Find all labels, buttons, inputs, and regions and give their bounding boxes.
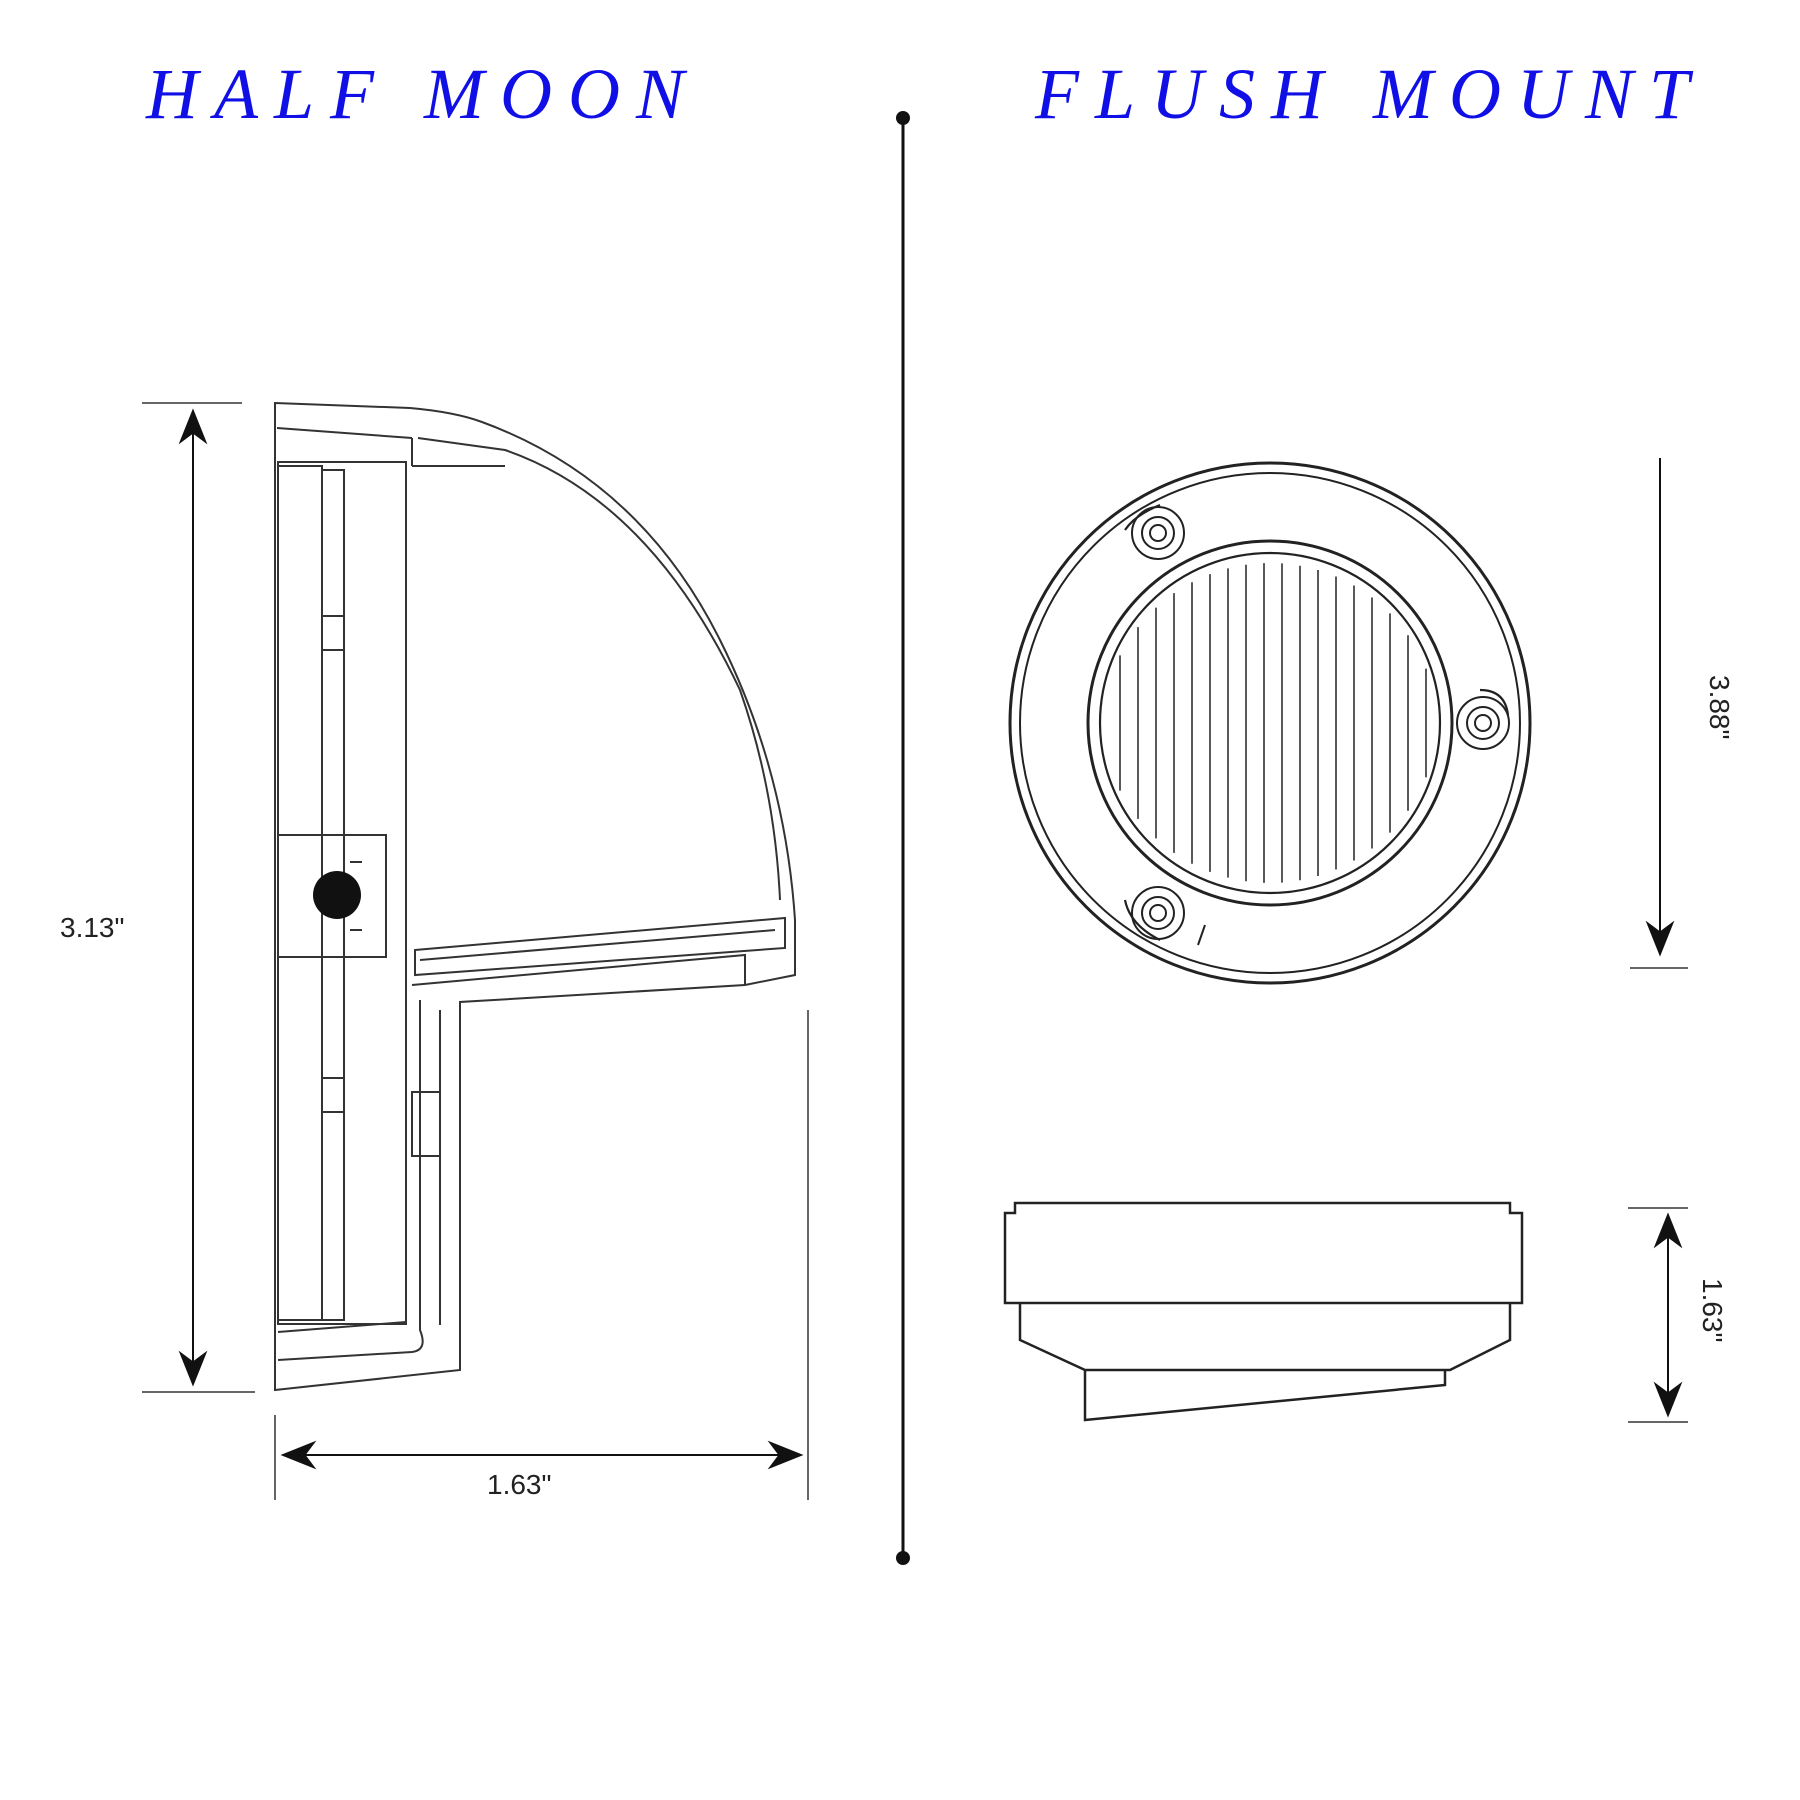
screw-top	[1131, 506, 1185, 560]
flush-mount-lens-louvers	[1119, 563, 1427, 883]
half-moon-screw	[313, 871, 361, 919]
screw-right	[1456, 696, 1510, 750]
flush-mount-top-view	[1008, 461, 1532, 985]
screw-bottom	[1131, 886, 1185, 940]
half-moon-title: HALF MOON	[146, 54, 700, 134]
flush-mount-depth-dimension	[1628, 1207, 1688, 1423]
flush-mount-depth-label: 1.63"	[1697, 1278, 1728, 1342]
flush-mount-diameter-label: 3.88"	[1704, 675, 1735, 739]
flush-mount-diameter-dimension	[1630, 458, 1688, 969]
half-moon-height-dimension	[142, 402, 255, 1393]
half-moon-width-dimension	[274, 1010, 809, 1500]
center-divider	[896, 111, 910, 1565]
half-moon-height-label: 3.13"	[60, 912, 124, 943]
flush-mount-title: FLUSH MOUNT	[1035, 54, 1706, 134]
flush-mount-screws	[1131, 506, 1510, 946]
flush-mount-side-view	[1003, 1201, 1524, 1422]
half-moon-width-label: 1.63"	[487, 1469, 551, 1500]
